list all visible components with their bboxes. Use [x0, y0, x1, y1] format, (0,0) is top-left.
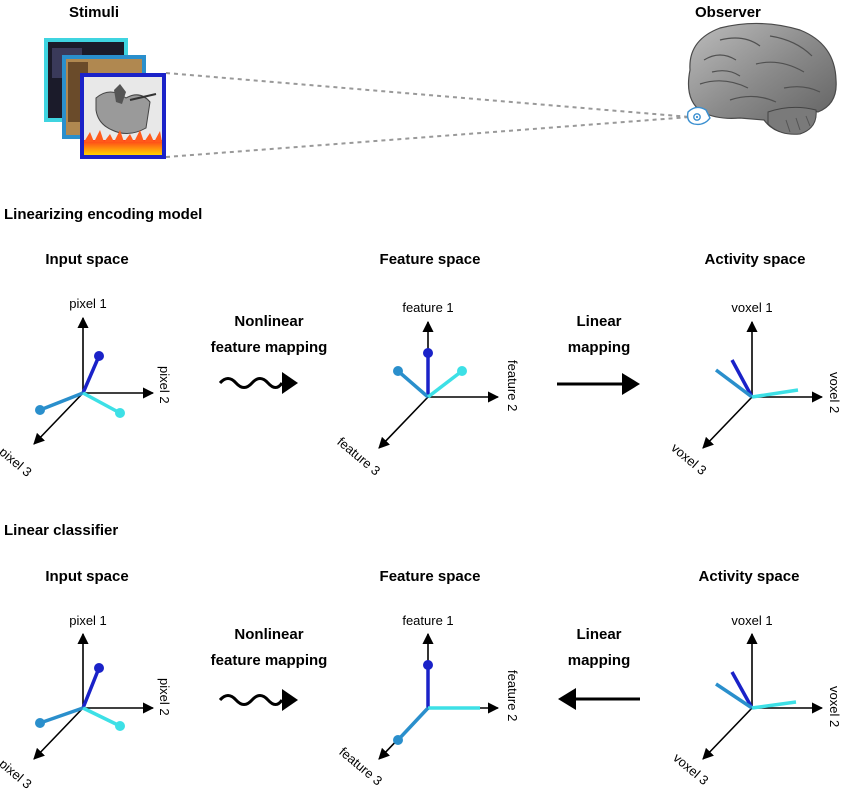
encoding-input-vector-cyan [82, 391, 121, 415]
encoding-activity-axis2-label: voxel 2 [827, 372, 842, 414]
encoding-feature-space-title: Feature space [379, 251, 481, 268]
classifier-input-vector-cyan [82, 706, 121, 728]
classifier-input-vector-mid [39, 706, 84, 725]
classifier-linear-line1: Linear [576, 626, 622, 643]
classifier-linear-line2: mapping [567, 652, 631, 669]
encoding-activity-vector-dark [730, 359, 754, 398]
classifier-feature-vector-mid [396, 706, 430, 742]
classifier-activity-vector-dark [730, 671, 754, 709]
encoding-linear-mapping-label: Linear mapping [568, 309, 631, 361]
encoding-feature-axis1-label: feature 1 [402, 300, 454, 315]
encoding-nonlinear-mapping-label: Nonlinear feature mapping [211, 309, 328, 361]
classifier-linear-arrow [558, 688, 640, 710]
eye-icon [686, 106, 711, 126]
classifier-input-space-title: Input space [45, 568, 129, 585]
encoding-feature-vector-mid [396, 369, 430, 399]
encoding-feature-axis2-label: feature 2 [505, 360, 520, 412]
encoding-activity-space-title: Activity space [704, 251, 806, 268]
classifier-activity-vector-mid [715, 682, 753, 710]
classifier-activity-space-title: Activity space [698, 568, 800, 585]
sight-lines [165, 72, 691, 158]
classifier-linear-mapping-label: Linear mapping [568, 622, 631, 674]
encoding-activity-axis1-label: voxel 1 [731, 300, 773, 315]
encoding-activity-axes [702, 320, 824, 449]
stimuli-label: Stimuli [69, 4, 120, 21]
encoding-feature-axes [378, 320, 500, 449]
classifier-nonlinear-mapping-label: Nonlinear feature mapping [211, 622, 328, 674]
encoding-nonlinear-line1: Nonlinear [234, 313, 304, 330]
encoding-input-vector-mid [39, 391, 84, 412]
stimuli-images [44, 38, 166, 159]
classifier-activity-vector-cyan [751, 700, 797, 710]
classifier-feature-axis1-label: feature 1 [402, 613, 454, 628]
encoding-activity-vector-cyan [751, 388, 799, 399]
classifier-feature-space-title: Feature space [379, 568, 481, 585]
encoding-section-title: Linearizing encoding model [4, 206, 203, 223]
classifier-nonlinear-line2: feature mapping [210, 652, 328, 669]
classifier-activity-axis1-label: voxel 1 [731, 613, 773, 628]
encoding-input-vector-dark [81, 355, 101, 394]
encoding-linear-arrow [557, 373, 640, 395]
classifier-input-axis1-label: pixel 1 [69, 613, 107, 628]
classifier-wavy-arrow [218, 689, 298, 711]
sight-line-bottom [165, 116, 691, 158]
classifier-input-vector-dark [81, 667, 101, 709]
encoding-input-axis2-label: pixel 2 [157, 366, 172, 404]
classifier-feature-axis2-label: feature 2 [505, 670, 520, 722]
observer-label: Observer [695, 4, 761, 21]
encoding-linear-line2: mapping [567, 339, 631, 356]
classifier-nonlinear-line1: Nonlinear [234, 626, 304, 643]
classifier-feature-axes [378, 632, 500, 760]
sight-line-top [165, 72, 691, 118]
encoding-feature-vector-cyan [426, 369, 464, 399]
encoding-activity-vector-mid [714, 368, 754, 399]
classifier-input-axes [33, 632, 155, 760]
classifier-section-title: Linear classifier [4, 522, 119, 539]
classifier-input-axis2-label: pixel 2 [157, 678, 172, 716]
encoding-input-axes [33, 316, 155, 445]
encoding-linear-line1: Linear [576, 313, 622, 330]
classifier-activity-axes [702, 632, 824, 760]
classifier-activity-axis2-label: voxel 2 [827, 686, 842, 728]
encoding-input-space-title: Input space [45, 251, 129, 268]
encoding-wavy-arrow [218, 372, 298, 394]
encoding-nonlinear-line2: feature mapping [210, 339, 328, 356]
brain-illustration [687, 22, 837, 135]
encoding-input-axis1-label: pixel 1 [69, 296, 107, 311]
